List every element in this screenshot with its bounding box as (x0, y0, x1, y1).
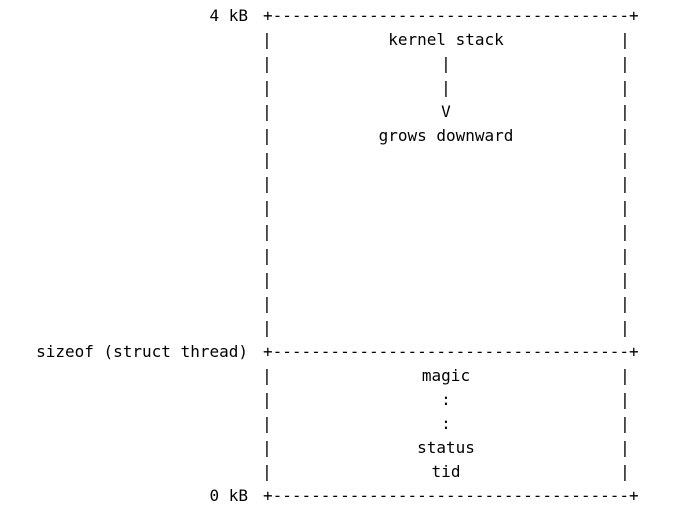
thread-field: : (441, 390, 451, 409)
box-right-bar: | (620, 126, 630, 145)
label-4kb: 4 kB (209, 6, 248, 25)
box-left-bar: | (262, 414, 272, 433)
box-right-bar: | (620, 174, 630, 193)
box-left-bar: | (262, 102, 272, 121)
box-left-bar: | (262, 438, 272, 457)
box-left-bar: | (262, 30, 272, 49)
box-right-bar: | (620, 294, 630, 313)
stack-line: | (441, 78, 451, 97)
thread-field: magic (421, 366, 471, 385)
box-left-bar: | (262, 270, 272, 289)
box-left-bar: | (262, 54, 272, 73)
box-right-bar: | (620, 438, 630, 457)
box-left-bar: | (262, 294, 272, 313)
box-left-bar: | (262, 318, 272, 337)
box-left-bar: | (262, 246, 272, 265)
box-right-bar: | (620, 198, 630, 217)
border-top: +-------------------------------------+ (263, 6, 639, 25)
box-right-bar: | (620, 270, 630, 289)
stack-line: grows downward (378, 126, 514, 145)
box-left-bar: | (262, 462, 272, 481)
stack-line: kernel stack (388, 30, 504, 49)
box-right-bar: | (620, 102, 630, 121)
box-left-bar: | (262, 390, 272, 409)
box-left-bar: | (262, 78, 272, 97)
border-middle: +-------------------------------------+ (263, 342, 639, 361)
box-right-bar: | (620, 246, 630, 265)
box-right-bar: | (620, 78, 630, 97)
box-right-bar: | (620, 462, 630, 481)
label-sizeof-struct-thread: sizeof (struct thread) (36, 342, 248, 361)
box-left-bar: | (262, 366, 272, 385)
box-right-bar: | (620, 414, 630, 433)
thread-field: tid (431, 462, 461, 481)
box-right-bar: | (620, 30, 630, 49)
box-left-bar: | (262, 150, 272, 169)
label-0kb: 0 kB (209, 486, 248, 505)
box-right-bar: | (620, 54, 630, 73)
thread-field: : (441, 414, 451, 433)
stack-line: | (441, 54, 451, 73)
thread-field: status (417, 438, 475, 457)
box-right-bar: | (620, 390, 630, 409)
box-right-bar: | (620, 222, 630, 241)
border-bottom: +-------------------------------------+ (263, 486, 639, 505)
box-left-bar: | (262, 126, 272, 145)
box-left-bar: | (262, 198, 272, 217)
box-left-bar: | (262, 222, 272, 241)
box-left-bar: | (262, 174, 272, 193)
box-right-bar: | (620, 150, 630, 169)
box-right-bar: | (620, 366, 630, 385)
box-right-bar: | (620, 318, 630, 337)
stack-line: V (441, 102, 451, 121)
